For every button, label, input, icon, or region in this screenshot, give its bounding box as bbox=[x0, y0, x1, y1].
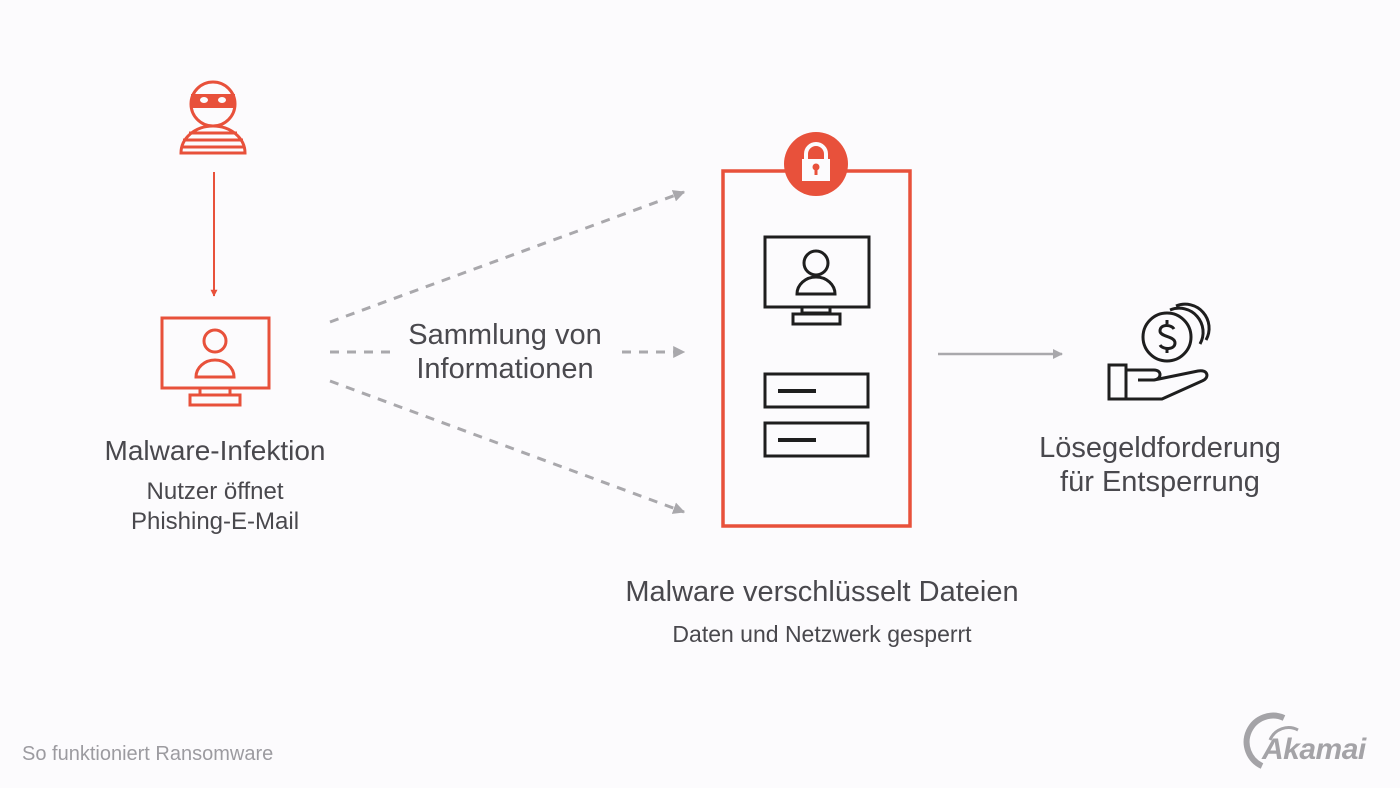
lock-icon bbox=[784, 132, 848, 196]
infected-computer-icon bbox=[160, 316, 271, 407]
stage3-title-line2: für Entsperrung bbox=[1060, 466, 1260, 498]
money-hand-icon bbox=[1107, 302, 1211, 401]
stage2-subtitle: Daten und Netzwerk gesperrt bbox=[672, 621, 972, 647]
computer-user-icon bbox=[763, 235, 871, 326]
server-icon bbox=[763, 421, 870, 458]
connector-label-line1: Sammlung von bbox=[408, 319, 602, 351]
info-arrow-bottom bbox=[329, 379, 686, 514]
stage1-subtitle-line1: Nutzer öffnet bbox=[146, 478, 284, 505]
footer-caption: So funktioniert Ransomware bbox=[22, 743, 274, 765]
hacker-icon bbox=[179, 80, 247, 155]
akamai-logo-text: Akamai bbox=[1262, 733, 1366, 766]
info-arrow-top bbox=[329, 190, 686, 324]
stage1-title: Malware-Infektion bbox=[104, 435, 326, 466]
stage1-subtitle-line2: Phishing-E-Mail bbox=[130, 508, 300, 535]
akamai-logo-icon bbox=[1243, 712, 1299, 769]
server-icon bbox=[763, 372, 870, 409]
stage2-title: Malware verschlüsselt Dateien bbox=[625, 576, 1019, 608]
stage3-title-line1: Lösegeldforderung bbox=[1039, 432, 1281, 464]
connector-label-line2: Informationen bbox=[416, 353, 594, 385]
encrypted-container bbox=[721, 169, 912, 528]
